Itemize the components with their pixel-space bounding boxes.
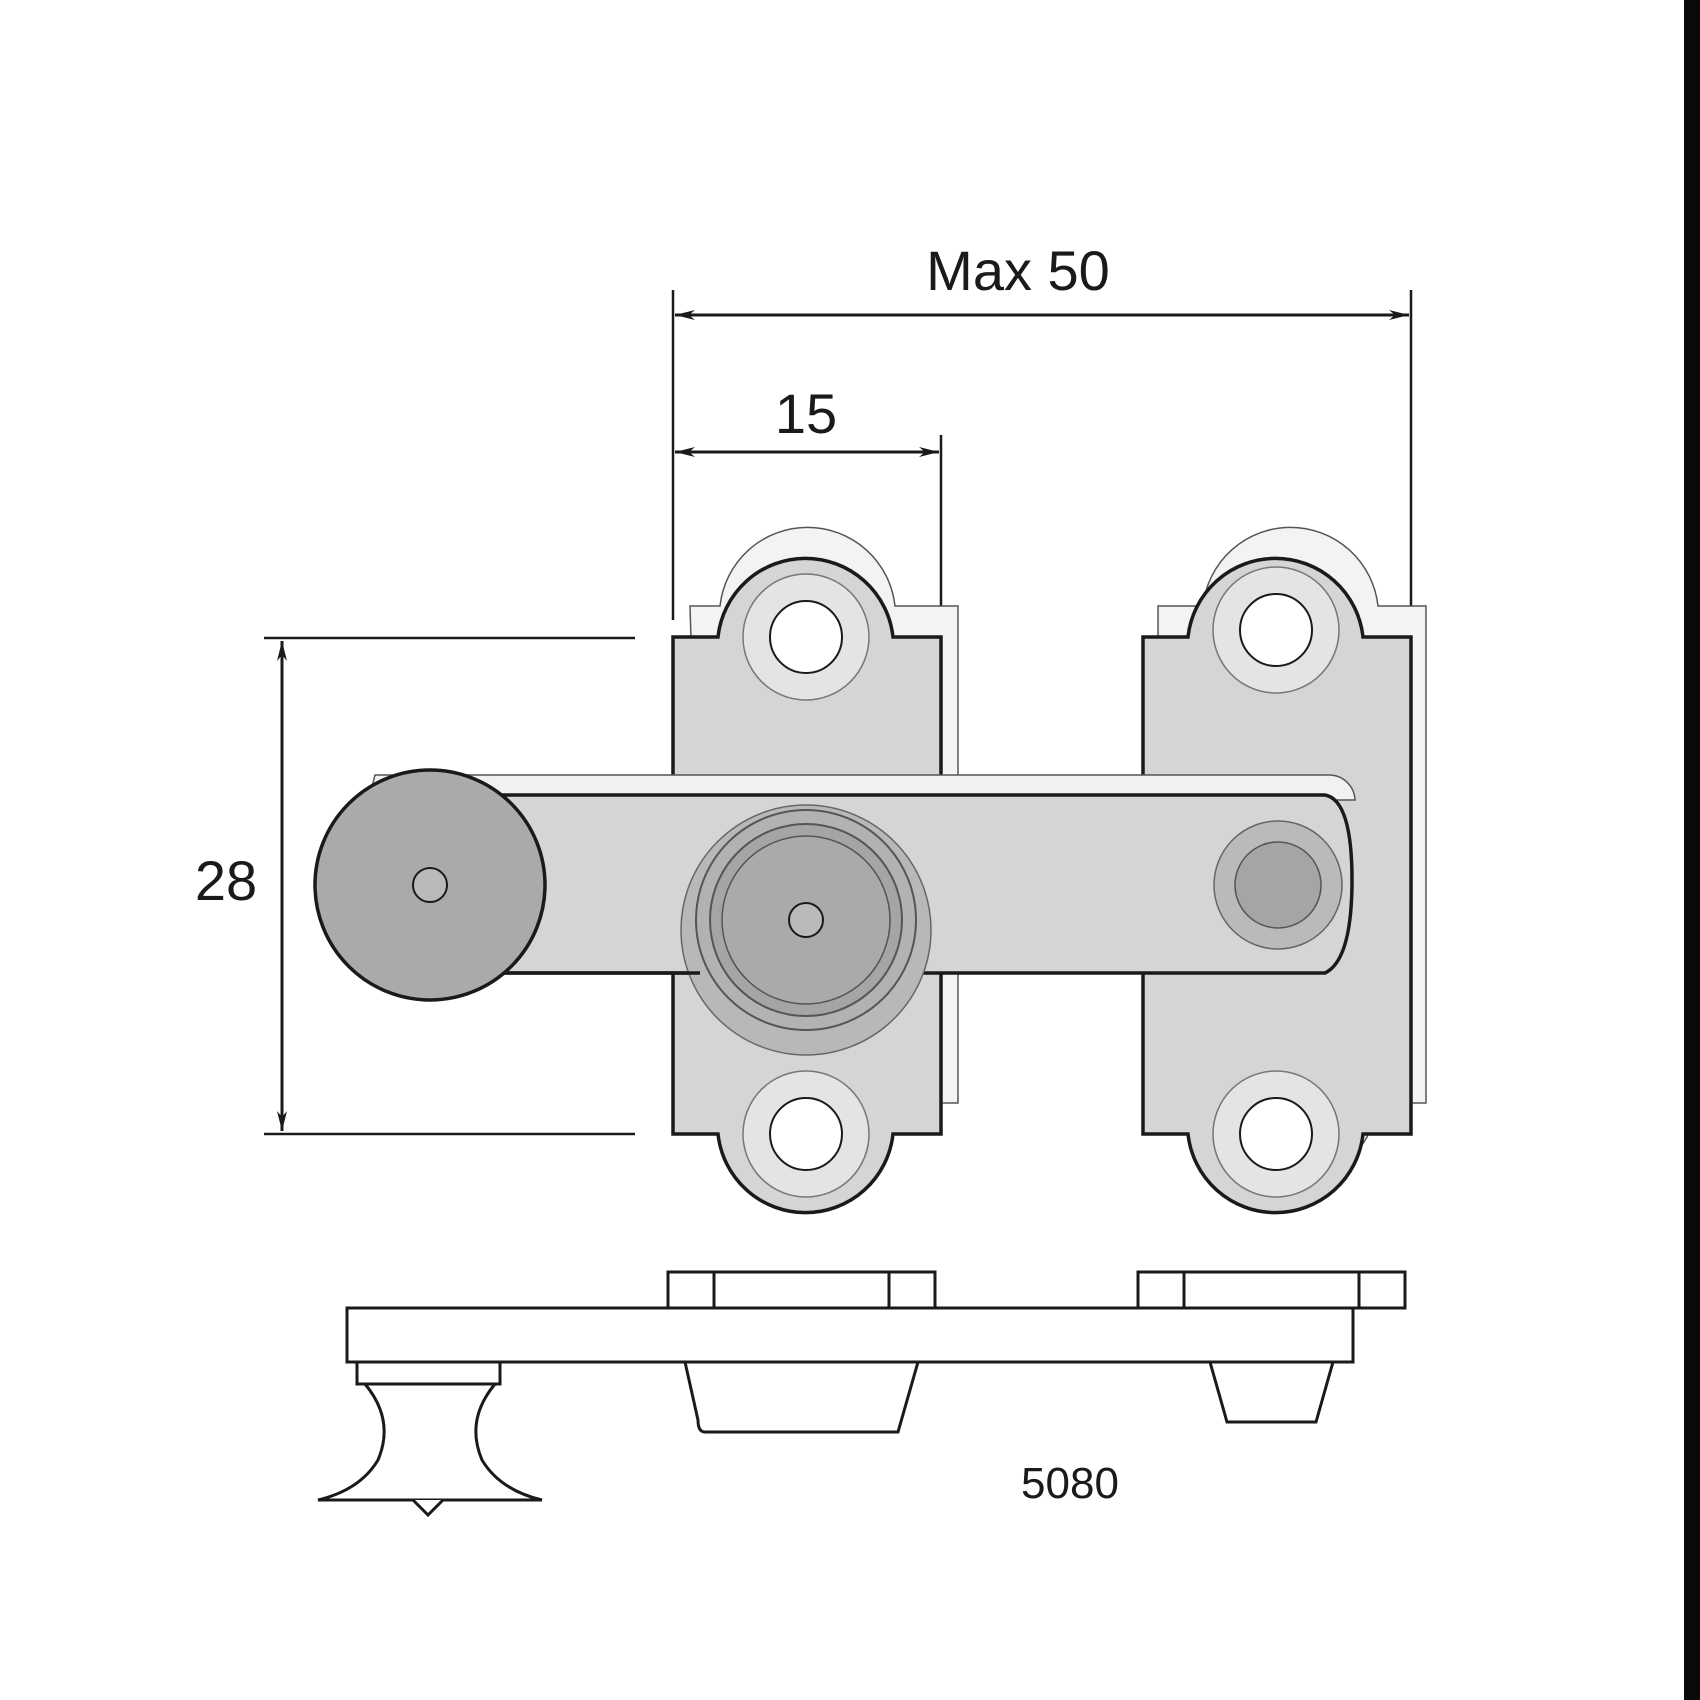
latch-knob xyxy=(313,768,547,1002)
part-number-label: 5080 xyxy=(1021,1459,1119,1508)
left-mounting-plate xyxy=(671,526,959,1215)
left-plate-bottom-screw-hole xyxy=(769,1097,843,1171)
bar-end-rivet-inner xyxy=(1234,841,1322,929)
pivot-rivet-head xyxy=(788,902,824,938)
side-knob-flare xyxy=(317,1382,543,1502)
latch-bar xyxy=(369,774,1356,1056)
dimension-label-overall: Max 50 xyxy=(926,239,1110,302)
side-pivot-boss xyxy=(683,1360,920,1434)
dimension-lines xyxy=(264,290,1413,1136)
page-border-right xyxy=(1684,0,1700,1700)
dimension-label-height: 28 xyxy=(195,849,257,912)
knob-screw xyxy=(412,867,448,903)
left-plate-top-screw-hole xyxy=(769,600,843,674)
side-view xyxy=(317,1270,1407,1518)
side-rivet xyxy=(1208,1360,1335,1424)
side-latch-bar xyxy=(345,1306,1355,1364)
side-knob-tip xyxy=(411,1498,445,1518)
side-right-plate xyxy=(1136,1270,1407,1310)
dimension-label-plate-width: 15 xyxy=(775,382,837,445)
right-plate-bottom-screw-hole xyxy=(1239,1097,1313,1171)
right-plate-top-screw-hole xyxy=(1239,593,1313,667)
side-knob-stem xyxy=(355,1360,502,1386)
side-left-plate xyxy=(666,1270,937,1310)
